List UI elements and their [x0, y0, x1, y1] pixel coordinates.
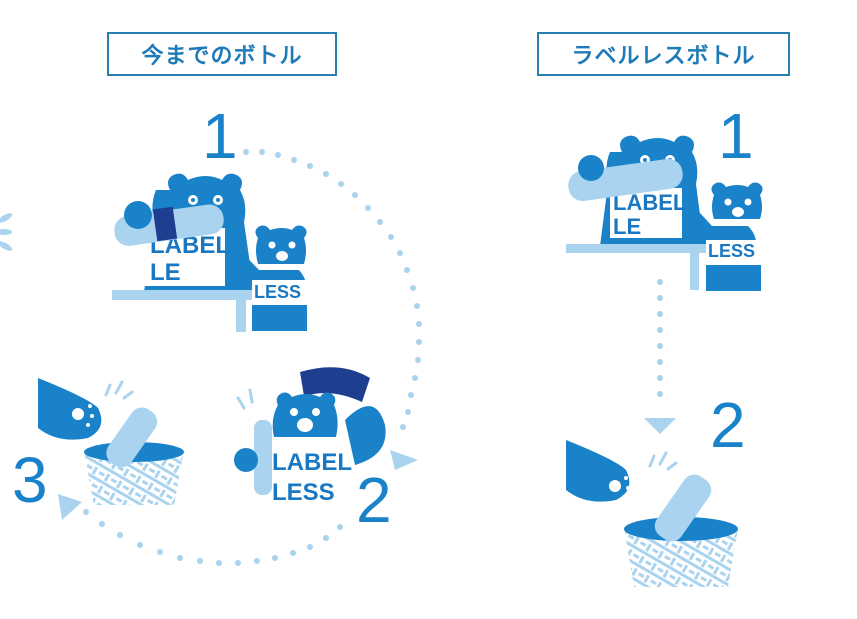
- right-step1-illustration: LABEL LE LESS: [566, 135, 763, 291]
- right-flow-dots: [657, 279, 663, 397]
- left-step1-illustration: LABEL LE LESS: [112, 173, 307, 332]
- left-step-3-number: 3: [12, 444, 48, 516]
- right-step-2-number: 2: [710, 389, 746, 461]
- right-step2-illustration: [566, 440, 738, 587]
- title-old-bottle: 今までのボトル: [107, 32, 337, 76]
- left-step3-illustration: [38, 378, 184, 505]
- title-labelless-bottle-text: ラベルレスボトル: [571, 44, 756, 69]
- left-step-2-number: 2: [356, 464, 392, 536]
- svg-text:LESS: LESS: [254, 282, 301, 302]
- left-arrow-to-step2: [390, 450, 418, 470]
- svg-text:LABEL: LABEL: [272, 449, 352, 476]
- title-old-bottle-text: 今までのボトル: [141, 44, 303, 69]
- svg-text:LESS: LESS: [708, 241, 755, 261]
- svg-text:LESS: LESS: [272, 479, 335, 506]
- left-edge-sparkle: [0, 213, 13, 251]
- title-labelless-bottle: ラベルレスボトル: [537, 32, 790, 76]
- svg-text:LE: LE: [613, 214, 641, 239]
- svg-text:LE: LE: [150, 259, 181, 286]
- left-step2-illustration: LABEL LESS: [234, 367, 386, 506]
- right-step-1-number: 1: [718, 100, 754, 172]
- left-arrow-to-step3: [58, 494, 82, 520]
- left-flow-dots: [83, 149, 422, 566]
- left-step-1-number: 1: [202, 100, 238, 172]
- right-arrow-down: [644, 418, 676, 434]
